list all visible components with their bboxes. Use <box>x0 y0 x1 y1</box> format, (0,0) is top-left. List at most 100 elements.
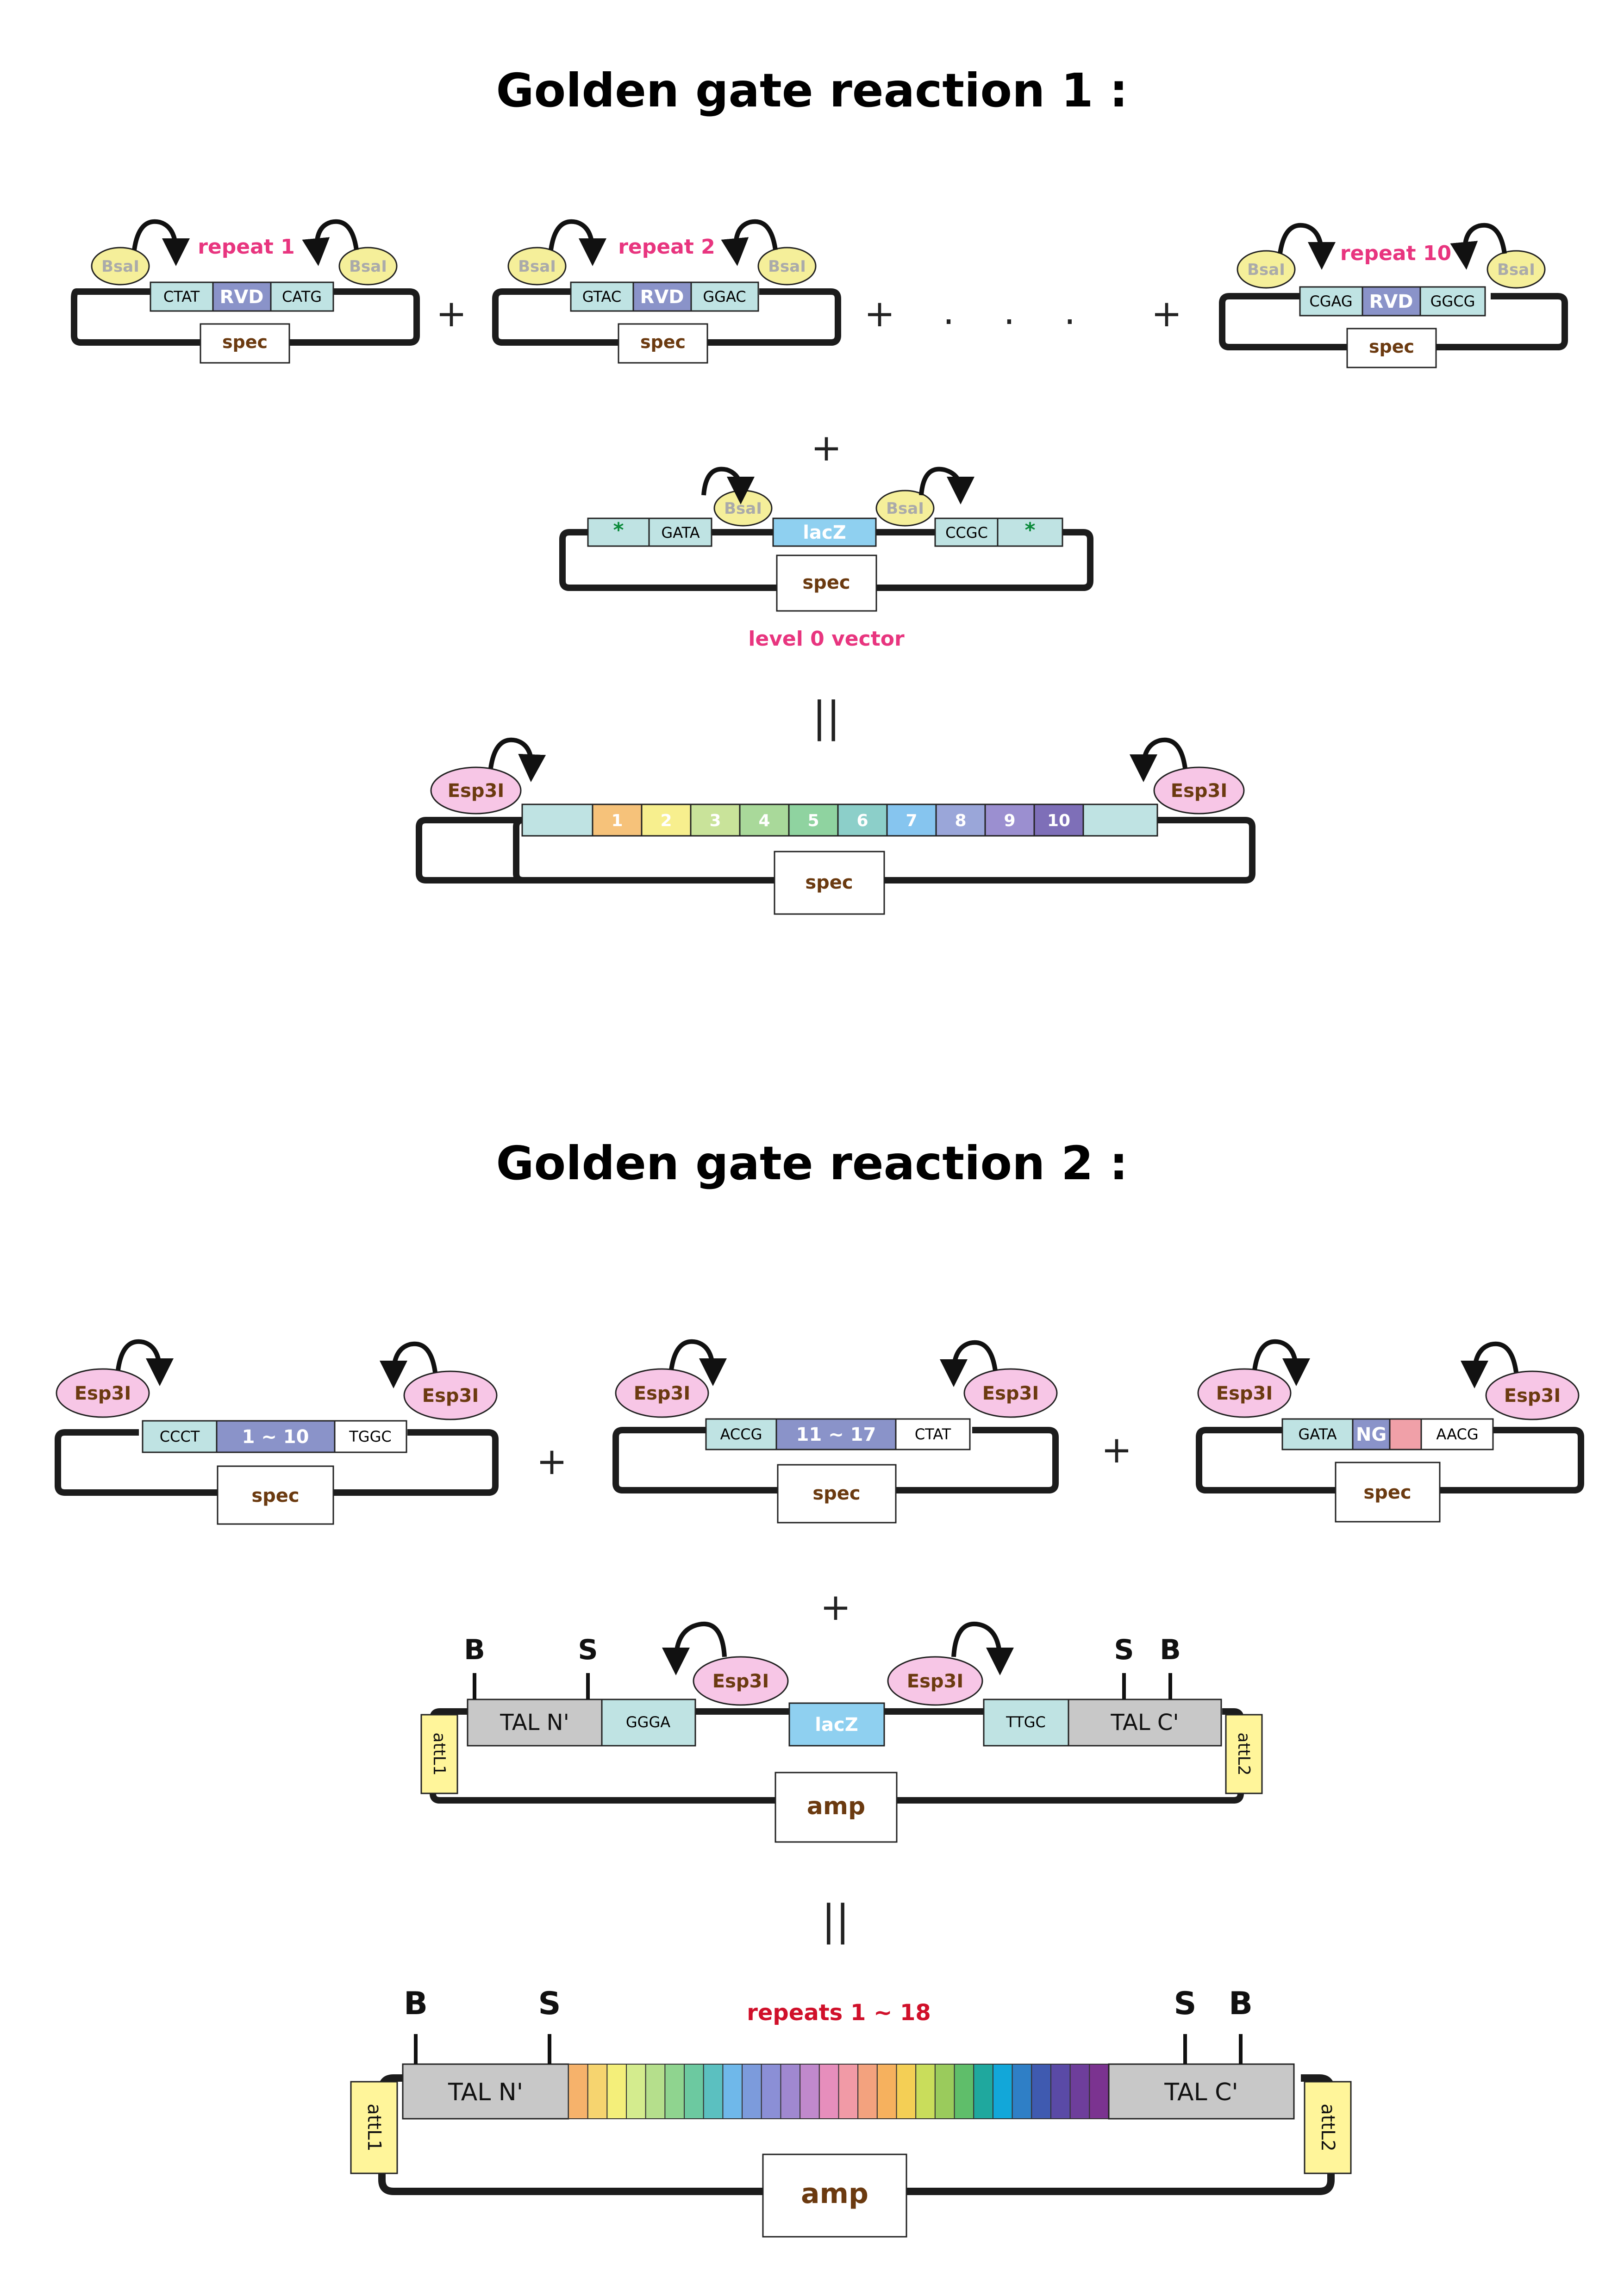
repeat-stripe <box>645 2064 666 2119</box>
repeat-stripe <box>1031 2064 1051 2119</box>
site-b-label: B <box>1229 1985 1253 2022</box>
overhang-label: CTAT <box>915 1425 951 1443</box>
repeat-number-label: 7 <box>906 811 917 830</box>
repeat-2-plasmid: GTAC RVD GGAC spec BsaI BsaI repeat 2 <box>492 219 841 364</box>
esp3i-ellipse <box>56 1368 150 1418</box>
cut-arrow-icon <box>116 1339 174 1386</box>
repeat-stripe <box>626 2064 646 2119</box>
repeat-stripe <box>568 2064 588 2119</box>
cut-arrow-icon <box>662 1621 727 1675</box>
attl1-label: attL1 <box>363 2103 385 2152</box>
bsai-label: BsaI <box>724 499 762 518</box>
overhang-label: CCGC <box>945 524 988 541</box>
ellipsis: . . . <box>943 290 1094 333</box>
repeat-stripe <box>954 2064 974 2119</box>
esp3i-label: Esp3I <box>1171 780 1227 802</box>
tal-n-box <box>467 1699 603 1747</box>
repeat-stripe <box>703 2064 724 2119</box>
repeat-box <box>837 803 888 837</box>
repeat-10-label: repeat 10 <box>1340 242 1451 265</box>
plus-sign: + <box>1101 1428 1132 1471</box>
overhang-box <box>1419 286 1486 317</box>
esp3i-label: Esp3I <box>982 1383 1039 1404</box>
bsai-ellipse <box>91 247 150 286</box>
spec-box <box>776 554 877 612</box>
bsai-ellipse <box>338 247 398 286</box>
esp3i-ellipse <box>615 1368 709 1418</box>
attl1-box <box>350 2081 398 2174</box>
equals-sign: || <box>812 693 841 741</box>
tal-n-label: TAL N' <box>500 1710 569 1736</box>
repeat-2-label: repeat 2 <box>618 235 715 259</box>
esp3i-ellipse <box>693 1656 789 1706</box>
overhang-box <box>648 517 712 547</box>
overhang-label: TTGC <box>1006 1713 1046 1731</box>
tal-c-label: TAL C' <box>1110 1710 1179 1736</box>
cut-arrow-icon <box>380 1341 437 1388</box>
plus-sign: + <box>864 292 895 335</box>
repeat-box <box>1389 1418 1422 1450</box>
cut-arrow-icon <box>488 737 546 782</box>
level-0-vector-label: level 0 vector <box>748 627 905 651</box>
overhang-box <box>1299 286 1363 317</box>
repeat-stripe <box>761 2064 781 2119</box>
spec-label: spec <box>802 572 850 593</box>
repeat-box <box>1033 803 1084 837</box>
repeat-10-plasmid: CGAG RVD GGCG spec BsaI BsaI repeat 10 <box>1219 223 1568 368</box>
plus-sign: + <box>820 1586 851 1629</box>
lacz-label: lacZ <box>803 522 846 543</box>
overhang-box <box>1420 1418 1494 1450</box>
overhang-box <box>334 1420 407 1453</box>
ng-box <box>1352 1418 1391 1450</box>
spec-box <box>777 1464 897 1524</box>
tal-n-label: TAL N' <box>448 2078 523 2106</box>
site-b-label: B <box>464 1634 485 1666</box>
repeat-number-label: 10 <box>1047 811 1070 830</box>
reaction-2-title: Golden gate reaction 2 : <box>496 1136 1128 1190</box>
attl2-label: attL2 <box>1234 1732 1253 1775</box>
repeat-stripe <box>992 2064 1013 2119</box>
plus-sign: + <box>1151 292 1182 335</box>
repeat-box <box>690 803 741 837</box>
overhang-label: GTAC <box>582 288 621 305</box>
repeat-number-label: 2 <box>660 811 672 830</box>
overhang-label: AACG <box>1436 1425 1478 1443</box>
bsai-ellipse <box>875 490 935 527</box>
bsai-ellipse <box>507 247 567 286</box>
rvd-label: RVD <box>640 286 684 308</box>
cut-arrow-icon <box>669 1339 727 1386</box>
overhang-box <box>587 517 650 547</box>
repeat-number-label: 5 <box>807 811 819 830</box>
repeat-box <box>788 803 839 837</box>
overhang-label: GGAC <box>703 288 746 305</box>
esp3i-ellipse <box>403 1370 498 1420</box>
spec-box <box>774 851 885 915</box>
asterisk-mark: * <box>1024 518 1035 542</box>
spec-label: spec <box>251 1485 299 1506</box>
repeat-stripe <box>684 2064 704 2119</box>
overhang-label: CCCT <box>160 1428 200 1445</box>
esp3i-ellipse <box>1153 766 1245 815</box>
repeat-stripe <box>606 2064 627 2119</box>
site-b-label: B <box>404 1985 428 2022</box>
repeat-range-label: 1 ~ 10 <box>242 1426 309 1448</box>
bsai-label: BsaI <box>518 257 556 276</box>
repeat-stripe <box>896 2064 917 2119</box>
repeat-stripe <box>838 2064 859 2119</box>
rvd-label: RVD <box>1369 291 1413 312</box>
esp3i-label: Esp3I <box>634 1383 690 1404</box>
repeat-stripe <box>742 2064 762 2119</box>
repeat-number-label: 6 <box>856 811 868 830</box>
spec-box <box>1346 328 1437 368</box>
repeat-stripe <box>1089 2064 1110 2119</box>
lacz-box <box>788 1702 885 1747</box>
spec-label: spec <box>1363 1482 1411 1503</box>
overhang-label: TGGC <box>349 1428 391 1445</box>
cut-arrow-icon <box>701 467 755 504</box>
spec-label: spec <box>222 332 268 352</box>
repeat-stripe <box>1050 2064 1071 2119</box>
cut-arrow-icon <box>1450 223 1507 270</box>
spec-label: spec <box>812 1483 860 1504</box>
repeat-number-label: 1 <box>611 811 623 830</box>
esp3i-label: Esp3I <box>1504 1385 1561 1406</box>
